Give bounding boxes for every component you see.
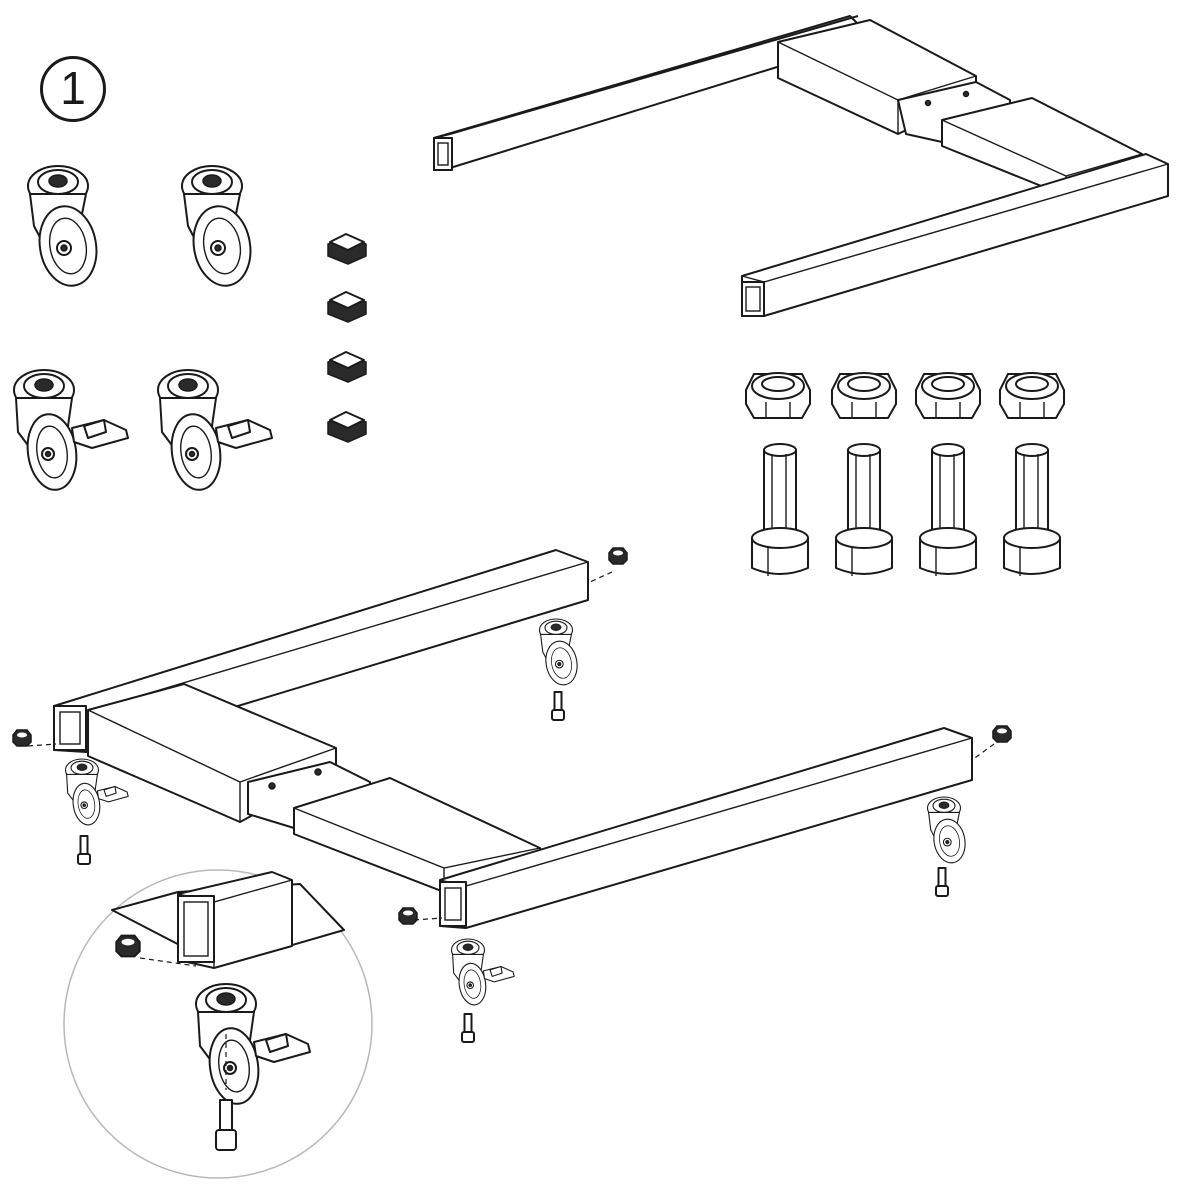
square-end-cap-icon — [327, 233, 367, 443]
assembly-hardware — [12, 547, 1012, 1043]
detail-callout — [63, 869, 373, 1179]
swivel-caster-icon — [27, 165, 258, 292]
u-frame-assembly — [53, 549, 973, 929]
socket-bolt-icon — [751, 443, 1061, 577]
step-number-badge: 1 — [40, 56, 106, 122]
brake-caster-icon — [13, 369, 273, 494]
hex-nut-icon — [745, 372, 1065, 419]
step-number: 1 — [60, 62, 86, 114]
u-frame-top — [433, 15, 1169, 317]
